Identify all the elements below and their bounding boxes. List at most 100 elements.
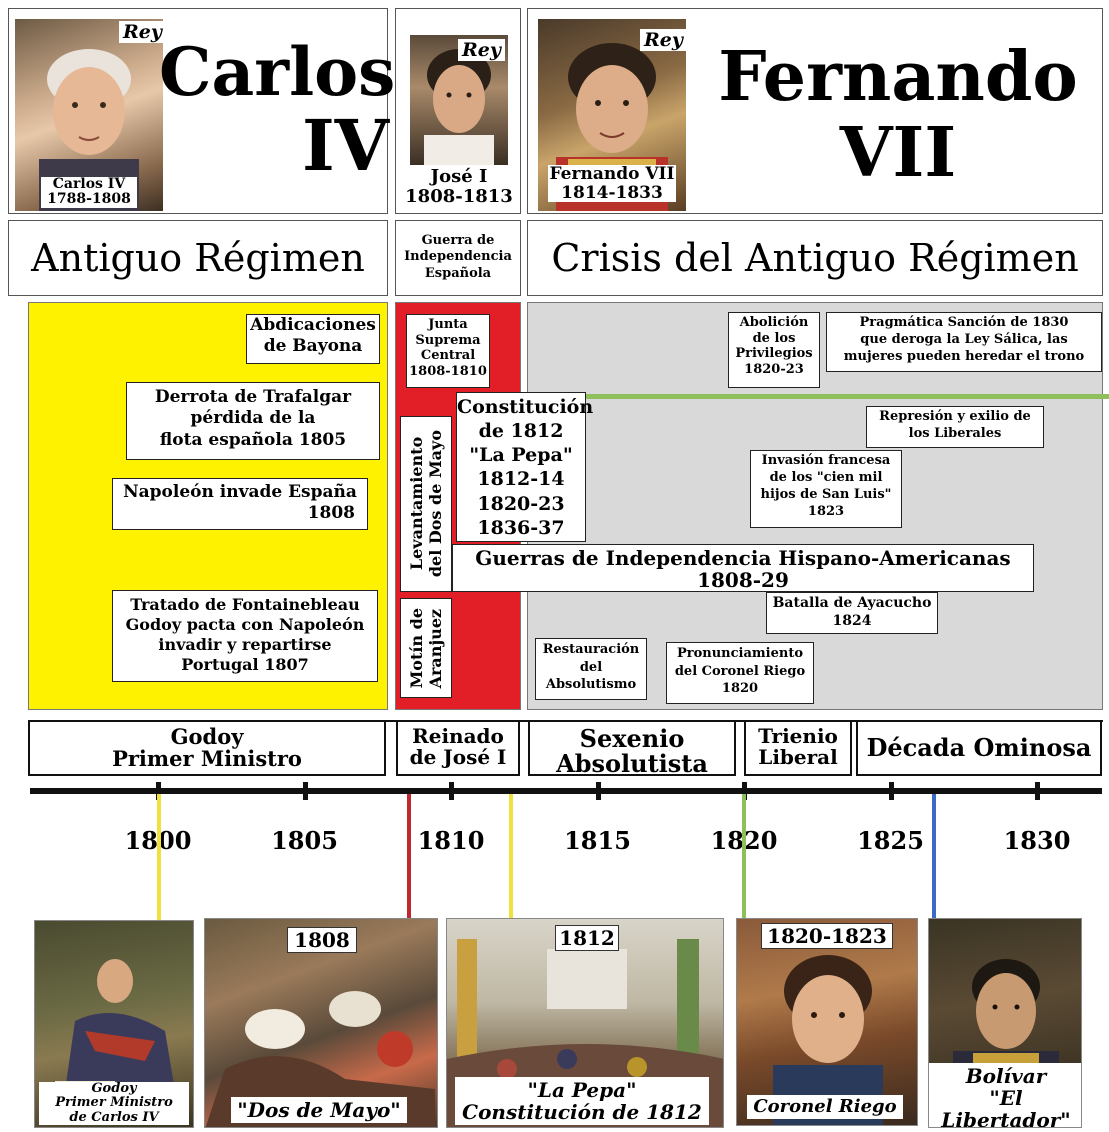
period-line: Sexenio [579,724,685,753]
photo-bolivar-caption: Bolívar "El Libertador" [929,1063,1081,1128]
caption-line: "La Pepa" [527,1078,637,1102]
event-line: Absolutismo [545,677,637,693]
vertical-text: Levantamiento del Dos de Mayo [407,430,445,577]
event-line: 1820 [721,681,759,697]
event-line: "La Pepa" [469,444,573,467]
photo-dos-de-mayo-year: 1808 [287,927,357,953]
event-line: Privilegios [735,346,813,362]
era-antiguo-label: Antiguo Régimen [31,236,365,280]
fernando-vii-title: Fernando VII [698,43,1098,187]
photo-la-pepa-caption: "La Pepa" Constitución de 1812 [455,1077,709,1125]
event-constitucion-1812: Constitución de 1812 "La Pepa" 1812-14 1… [456,392,593,542]
event-tratado-fontainebleau: Tratado de Fontainebleau Godoy pacta con… [112,590,378,682]
marker-1812-yellow [509,794,513,920]
period-decada-ominosa: Década Ominosa [856,720,1102,776]
photo-riego-caption: Coronel Riego [747,1095,903,1119]
period-line: Absolutista [556,749,708,779]
era-guerra-line-2: Independencia [404,249,512,265]
photo-la-pepa: 1812 "La Pepa" Constitución de 1812 [446,918,724,1128]
caption-years: 1808-1813 [405,185,513,207]
event-line: del [579,659,603,675]
fernando-vii-panel: Rey Fernando VII 1814-1833 Fernando VII [527,8,1103,214]
timeline-tick [1035,782,1040,800]
caption-name: Fernando VII [549,164,675,184]
jose-i-face [424,49,494,165]
photo-riego-years: 1820-1823 [761,923,893,949]
era-crisis-antiguo-regimen: Crisis del Antiguo Régimen [527,220,1103,296]
event-line: Pragmática Sanción de 1830 [859,315,1069,330]
rey-label: Rey [458,39,505,61]
marker-1820-green [742,794,746,920]
event-line: Levantamiento [406,437,426,571]
event-invasion-cien-mil: Invasión francesa de los "cien mil hijos… [750,450,902,528]
period-line: de José I [409,745,507,769]
marker-godoy-yellow [157,794,161,920]
timeline-year-label: 1830 [1003,826,1071,855]
caption-name: José I [430,166,488,187]
timeline-year-label: 1810 [417,826,485,855]
caption-years: 1788-1808 [47,191,131,208]
timeline-year-label: 1815 [564,826,631,855]
vertical-text: Motín de Aranjuez [407,608,445,688]
event-line: Godoy pacta con Napoleón [125,615,365,634]
event-line: Central [420,348,476,364]
caption-line: de Carlos IV [69,1109,159,1125]
event-line: Pronunciamiento [676,646,804,661]
period-trienio-liberal: Trienio Liberal [744,720,852,776]
event-line: flota española 1805 [159,429,347,450]
timeline-axis [30,788,1102,794]
title-line-2: IV [301,104,389,187]
period-line: Godoy [170,724,244,749]
period-line: Primer Ministro [112,746,302,772]
event-restauracion-absolutismo: Restauración del Absolutismo [535,638,647,700]
event-motin-aranjuez: Motín de Aranjuez [400,598,452,698]
event-line: Tratado de Fontainebleau [130,595,360,614]
carlos-iv-title: Carlos IV [159,33,396,187]
event-line: de los [752,330,796,346]
photo-coronel-riego: 1820-1823 Coronel Riego [736,918,918,1126]
timeline-tick [888,782,894,800]
photo-la-pepa-year: 1812 [555,925,619,951]
event-line: del Coronel Riego [674,663,806,679]
event-levantamiento-dos-de-mayo: Levantamiento del Dos de Mayo [400,416,452,592]
event-line: Represión y exilio de [879,409,1031,424]
title-line-2: VII [839,113,957,193]
caption-line: "El Libertador" [941,1086,1071,1128]
constitution-green-line [585,394,1109,399]
title-line-1: Fernando [718,37,1078,117]
carlos-iv-caption: Carlos IV 1788-1808 [41,176,137,208]
timeline-year-label: 1805 [271,826,338,855]
event-line: del Dos de Mayo [426,430,445,578]
event-line: Derrota de Trafalgar [154,387,352,407]
timeline-tick [449,782,454,800]
event-line: pérdida de la [190,408,316,429]
period-reinado-jose: Reinado de José I [396,720,520,776]
marker-1808-red [407,794,411,920]
event-line: Batalla de Ayacucho [772,595,932,611]
rey-label: Rey [119,21,166,43]
timeline-tick [595,782,601,800]
timeline-year-label: 1825 [857,826,924,855]
caption-line: Godoy [91,1081,137,1097]
carlos-iv-panel: Rey Carlos IV 1788-1808 Carlos IV [8,8,396,214]
event-line: Restauración [542,642,640,657]
timeline-tick [302,782,308,800]
caption-name: Carlos IV [52,176,126,192]
event-line: 1808-29 [697,568,789,592]
event-junta-suprema: Junta Suprema Central 1808-1810 [406,314,490,388]
event-line: 1820-23 [477,492,565,515]
marker-bolivar-blue [932,794,936,920]
event-line: 1808 [307,503,355,524]
title-line-1: Carlos [159,33,396,111]
event-line: 1808-1810 [409,363,487,379]
era-guerra-line-1: Guerra de [421,233,495,248]
event-pragmatica-sancion: Pragmática Sanción de 1830 que deroga la… [826,312,1102,372]
timeline-tick [742,782,747,800]
event-line: Abdicaciones [250,315,376,335]
period-line: Trienio [758,724,838,748]
period-godoy: Godoy Primer Ministro [28,720,386,776]
timeline-tick [156,782,161,800]
era-antiguo-regimen: Antiguo Régimen [8,220,388,296]
event-guerras-hispanoamericanas: Guerras de Independencia Hispano-America… [452,544,1034,592]
event-line: de Bayona [263,336,363,357]
